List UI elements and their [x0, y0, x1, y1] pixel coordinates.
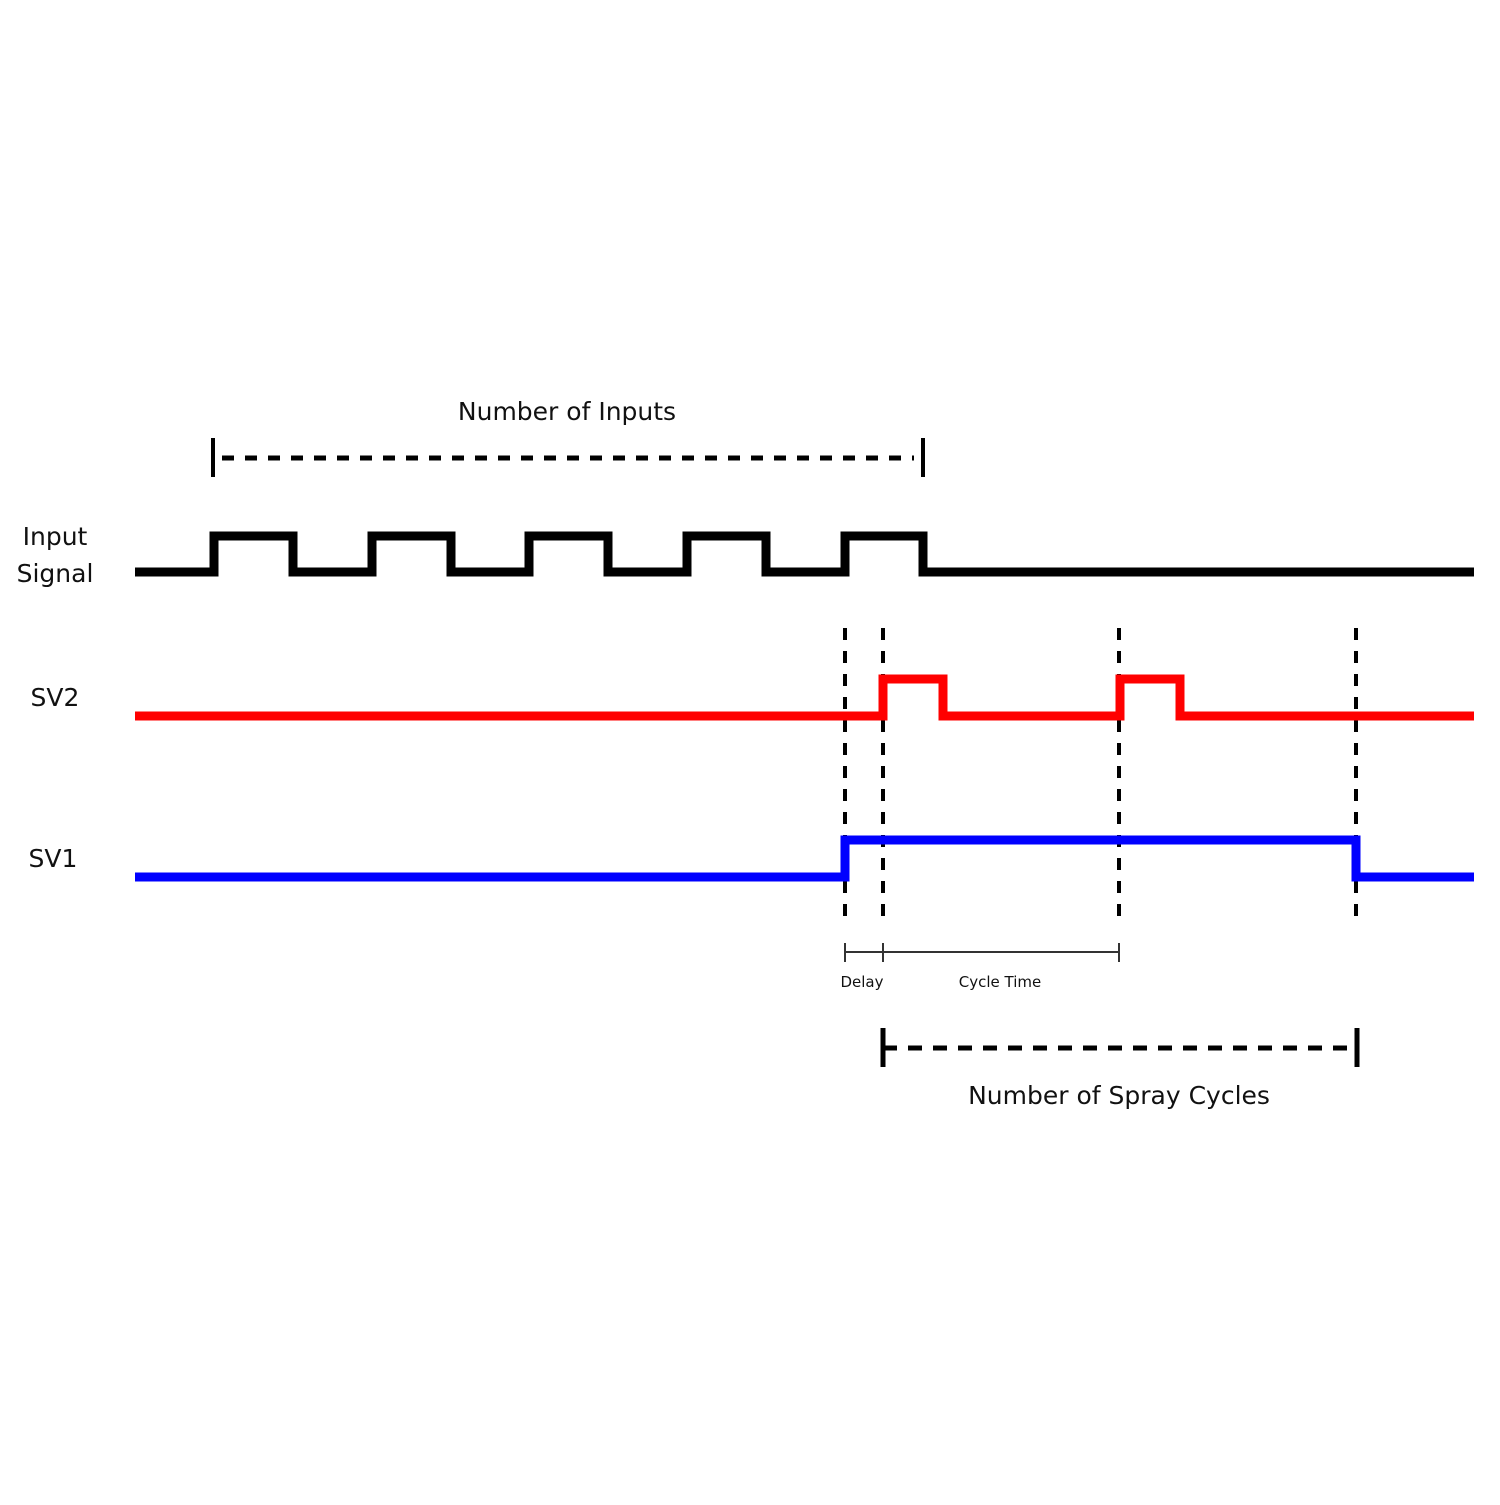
delay-cycle-dimension: [844, 943, 1120, 962]
input-signal-label-line2: Signal: [17, 559, 94, 588]
sv1-trace: [135, 835, 1474, 882]
input-signal-trace: [135, 531, 1474, 577]
sv1-label: SV1: [29, 844, 78, 873]
cycle-time-label: Cycle Time: [959, 973, 1041, 991]
delay-label: Delay: [840, 973, 883, 991]
timing-markers: [843, 628, 1358, 926]
number-of-spray-cycles-bracket: [880, 1028, 1360, 1067]
number-of-inputs-bracket: [211, 438, 925, 477]
sv2-label: SV2: [31, 683, 80, 712]
sv2-trace: [135, 674, 1474, 721]
number-of-inputs-label: Number of Inputs: [458, 397, 676, 426]
input-signal-label-line1: Input: [23, 522, 88, 551]
number-of-spray-cycles-label: Number of Spray Cycles: [968, 1081, 1270, 1110]
